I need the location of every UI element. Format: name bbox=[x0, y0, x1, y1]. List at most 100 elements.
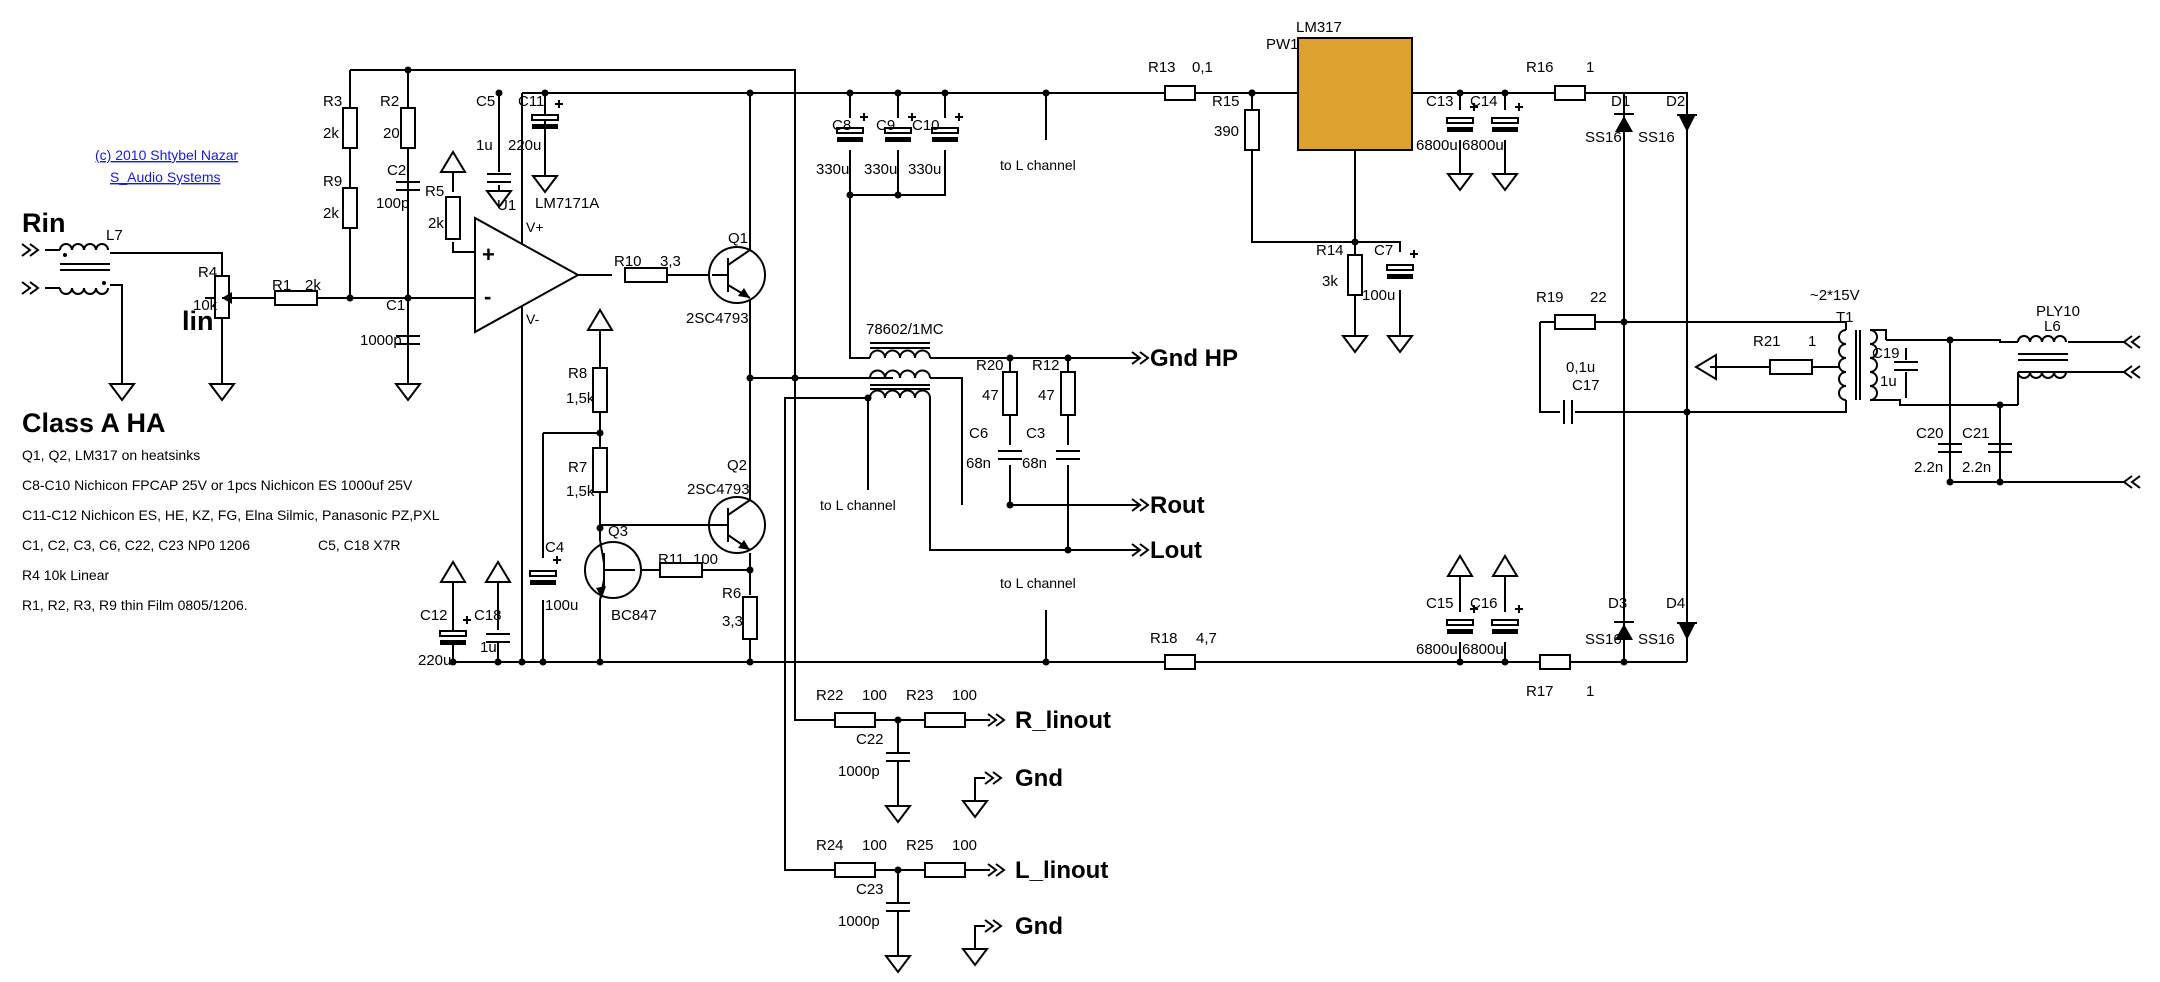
r10-ref: R10 bbox=[614, 253, 642, 270]
r-linout-label: R_linout bbox=[1015, 707, 1111, 734]
r14-ref: R14 bbox=[1316, 242, 1344, 259]
gnd2-label: Gnd bbox=[1015, 913, 1063, 940]
to-l-channel-2: to L channel bbox=[820, 497, 896, 513]
c16-value: 6800u bbox=[1462, 641, 1504, 658]
r16-ref: R16 bbox=[1526, 59, 1554, 76]
r6-value: 3,3 bbox=[722, 613, 743, 630]
c4-value: 100u bbox=[545, 597, 578, 614]
c17-capacitor bbox=[1563, 400, 1573, 424]
c9-value: 330u bbox=[864, 161, 897, 178]
r3-resistor bbox=[342, 107, 358, 149]
q3-transistor bbox=[584, 539, 642, 601]
r7-value: 1,5k bbox=[566, 483, 595, 500]
c8-value: 330u bbox=[816, 161, 849, 178]
r17-resistor bbox=[1539, 654, 1571, 670]
r21-resistor bbox=[1769, 359, 1813, 375]
c7-value: 100u bbox=[1362, 287, 1395, 304]
r7-resistor bbox=[592, 447, 608, 493]
gnd2-arrow-icon bbox=[984, 919, 1002, 933]
hp-transformer-ref: 78602/1MC bbox=[866, 321, 944, 338]
r19-ref: R19 bbox=[1536, 289, 1564, 306]
l7-transformer bbox=[21, 243, 135, 401]
c15-value: 6800u bbox=[1416, 641, 1458, 658]
c5-capacitor bbox=[486, 173, 512, 183]
r5-supply-icon bbox=[440, 151, 466, 185]
r11-value: 100 bbox=[693, 551, 718, 568]
r3-ref: R3 bbox=[323, 93, 342, 110]
c10-ref: C10 bbox=[912, 117, 940, 134]
c6-capacitor bbox=[997, 450, 1023, 460]
gnd2-ground-icon bbox=[962, 942, 988, 966]
c18-supply-icon bbox=[485, 561, 511, 595]
lout-label: Lout bbox=[1150, 537, 1202, 564]
u1-vminus: V- bbox=[526, 311, 540, 327]
r13-ref: R13 bbox=[1148, 59, 1176, 76]
gnd-hp-label: Gnd HP bbox=[1150, 345, 1238, 372]
credit-line-2[interactable]: S_Audio Systems bbox=[110, 169, 221, 185]
r20-resistor bbox=[1002, 371, 1018, 416]
r24-value: 100 bbox=[862, 837, 887, 854]
r11-resistor bbox=[659, 562, 703, 578]
d3-ref: D3 bbox=[1608, 595, 1627, 612]
gnd1-label: Gnd bbox=[1015, 765, 1063, 792]
r23-resistor bbox=[924, 712, 966, 728]
credit-line-1[interactable]: (c) 2010 Shtybel Nazar bbox=[95, 147, 239, 163]
c19-capacitor bbox=[1893, 361, 1919, 371]
c23-ground-icon bbox=[885, 949, 911, 973]
c18-ref: C18 bbox=[474, 607, 502, 624]
d1-ref: D1 bbox=[1611, 93, 1630, 110]
r10-value: 3,3 bbox=[660, 253, 681, 270]
c21-ref: C21 bbox=[1962, 425, 1990, 442]
c22-ground-icon bbox=[885, 799, 911, 823]
junctions bbox=[346, 66, 2004, 874]
r5-ref: R5 bbox=[425, 183, 444, 200]
r6-resistor bbox=[742, 596, 758, 640]
l-linout-arrow-icon bbox=[987, 863, 1005, 877]
t1-transformer bbox=[1820, 329, 1887, 401]
r12-value: 47 bbox=[1038, 387, 1055, 404]
u1-vplus: V+ bbox=[526, 219, 544, 235]
r7-ref: R7 bbox=[568, 459, 587, 476]
l6-label: PLY10 bbox=[2036, 303, 2080, 320]
c7-ref: C7 bbox=[1374, 242, 1393, 259]
c10-value: 330u bbox=[908, 161, 941, 178]
note-1: Q1, Q2, LM317 on heatsinks bbox=[22, 447, 200, 463]
note-5: C5, C18 X7R bbox=[318, 537, 400, 553]
c5-ref: C5 bbox=[476, 93, 495, 110]
c22-ref: C22 bbox=[856, 731, 884, 748]
r15-resistor bbox=[1244, 109, 1260, 151]
c1-value: 1000p bbox=[360, 332, 402, 349]
c18-value: 1u bbox=[480, 639, 497, 656]
c11-ref: C11 bbox=[518, 93, 544, 110]
c19-value: 1u bbox=[1880, 373, 1897, 390]
rout-label: Rout bbox=[1150, 492, 1205, 519]
r15-ref: R15 bbox=[1212, 93, 1240, 110]
c23-ref: C23 bbox=[856, 881, 884, 898]
r2-resistor bbox=[400, 107, 416, 149]
c21-value: 2.2n bbox=[1962, 459, 1991, 476]
r14-ground-icon bbox=[1342, 329, 1368, 353]
c16-ref: C16 bbox=[1470, 595, 1498, 612]
c22-capacitor bbox=[885, 752, 911, 762]
r21-ref: R21 bbox=[1753, 333, 1781, 350]
r23-value: 100 bbox=[952, 687, 977, 704]
c19-ref: C19 bbox=[1872, 345, 1900, 362]
c20-ref: C20 bbox=[1916, 425, 1944, 442]
rin-label: Rin bbox=[22, 208, 66, 238]
c23-capacitor bbox=[885, 902, 911, 912]
q3-value: BC847 bbox=[611, 607, 657, 624]
r13-resistor bbox=[1164, 85, 1196, 101]
r18-ref: R18 bbox=[1150, 630, 1178, 647]
r16-resistor bbox=[1554, 85, 1586, 101]
mains-input-arrows bbox=[2123, 335, 2141, 489]
r12-resistor bbox=[1060, 371, 1076, 416]
r8-resistor bbox=[592, 367, 608, 413]
r22-resistor bbox=[834, 712, 876, 728]
c3-value: 68n bbox=[1022, 455, 1047, 472]
r21-value: 1 bbox=[1808, 333, 1816, 350]
r3-value: 2k bbox=[323, 125, 339, 142]
r8-value: 1,5k bbox=[566, 390, 595, 407]
d2-diode bbox=[1677, 114, 1697, 132]
r15-value: 390 bbox=[1214, 123, 1239, 140]
